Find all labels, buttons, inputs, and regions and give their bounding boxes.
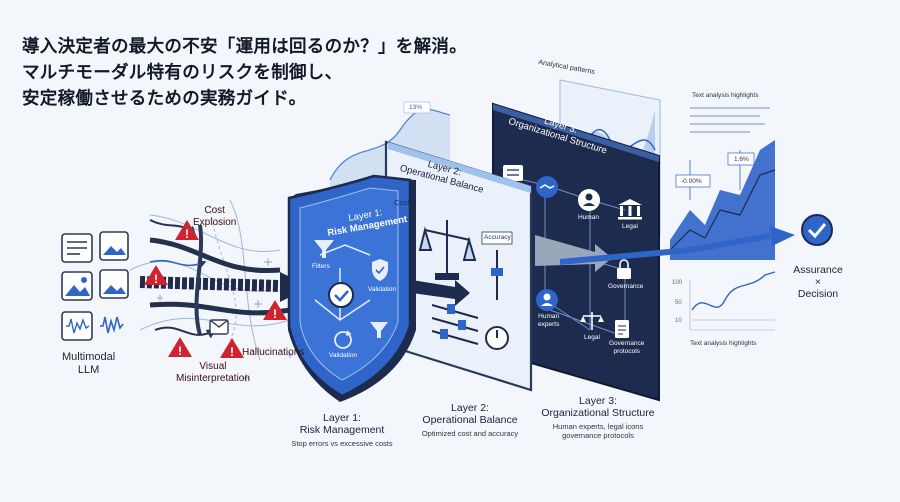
layer1-validation-bottom-label: Validation xyxy=(329,352,358,359)
dial-icon xyxy=(485,326,509,350)
funnel-icon xyxy=(370,322,388,338)
headline-line-2: マルチモーダル特有のリスクを制御し、 xyxy=(22,63,343,83)
layer1-shield xyxy=(287,174,416,402)
svg-text:!: ! xyxy=(154,272,158,286)
connector-arrow xyxy=(535,235,612,272)
layer3-caption: Layer 3: Organizational Structure Human … xyxy=(541,395,655,440)
bottom-line-chart xyxy=(689,271,776,331)
accuracy-slider xyxy=(481,231,513,300)
audio-waveform-icon xyxy=(61,311,124,341)
headline-line-1: 導入決定者の最大の不安「運用は回るのか？」を解消。 xyxy=(22,37,467,57)
document-icon xyxy=(615,320,629,338)
refresh-icon xyxy=(334,330,352,349)
layer3-legal-label: Legal xyxy=(622,223,638,230)
svg-text:!: ! xyxy=(273,307,277,321)
layer3-human-experts-label: Human experts xyxy=(538,313,560,328)
y-tick-100: 100 xyxy=(672,280,683,286)
human-experts-icon xyxy=(536,289,558,311)
warning-icon: ! xyxy=(220,338,244,359)
layer3-governance-label: Governance xyxy=(608,283,644,290)
layer2-cost-label: Cost xyxy=(394,198,410,207)
layer1-caption: Layer 1: Risk Management Stop errors vs … xyxy=(291,412,393,448)
check-circle-icon xyxy=(328,282,354,308)
check-circle-icon xyxy=(801,214,833,246)
legal-scales-icon xyxy=(580,312,604,330)
y-tick-50: 50 xyxy=(675,300,682,306)
warning-icon: ! xyxy=(168,337,192,358)
shield-check-icon xyxy=(372,259,388,281)
text-highlights-top-label: Text analysis highlights xyxy=(692,92,759,99)
control-sliders xyxy=(431,304,479,345)
risk-cost-explosion: Cost Explosion xyxy=(193,205,237,228)
pos-value-label: 1.6% xyxy=(734,156,749,163)
grid-icon xyxy=(503,165,523,181)
pct-badge xyxy=(403,101,431,114)
text-highlights-bottom-label: Text analysis highlights xyxy=(690,340,757,347)
warning-icon: ! xyxy=(144,265,168,286)
image-broken-icon xyxy=(209,319,229,335)
layer3-legal-bottom-label: Legal xyxy=(584,334,600,341)
layer3-gov-protocols-label: Governance protocols xyxy=(609,340,645,355)
output-flow-arrow xyxy=(559,226,795,265)
lock-icon xyxy=(617,259,631,279)
y-tick-10: 10 xyxy=(675,318,682,324)
warning-icon: ! xyxy=(175,220,199,241)
risk-visual-misinterpretation: Visual Misinterpretation xyxy=(176,361,250,384)
funnel-icon xyxy=(314,240,334,258)
pos-badge xyxy=(727,152,755,166)
svg-text:!: ! xyxy=(185,227,189,241)
neg-badge xyxy=(675,174,711,188)
legal-building-icon xyxy=(618,199,642,220)
warning-icon: ! xyxy=(263,300,287,321)
input-label: Multimodal LLM xyxy=(62,351,116,376)
svg-text:!: ! xyxy=(230,345,234,359)
text-analysis-lines xyxy=(690,107,770,133)
scales-icon xyxy=(418,220,477,280)
right-area-chart xyxy=(669,140,776,260)
image-gallery-icon xyxy=(61,231,129,301)
svg-text:!: ! xyxy=(178,344,182,358)
layer2-caption: Layer 2: Operational Balance Optimized c… xyxy=(421,402,519,438)
text-document-icon xyxy=(61,233,93,263)
layer1-filters-label: Filters xyxy=(312,263,330,270)
connector-arrow xyxy=(412,280,470,306)
output-label: Assurance × Decision xyxy=(793,264,843,300)
layer2-accuracy-label: Accuracy xyxy=(484,234,511,241)
layer3-human-label: Human xyxy=(578,214,599,221)
risk-hallucinations: Hallucinations xyxy=(242,347,305,358)
sparkle-marks xyxy=(157,258,293,382)
layer1-validation-label: Validation xyxy=(368,286,397,293)
neg-value-label: -0.00% xyxy=(681,178,702,185)
headline: 導入決定者の最大の不安「運用は回るのか？」を解消。 マルチモーダル特有のリスクを… xyxy=(22,34,467,112)
headline-line-3: 安定稼働させるための実務ガイド。 xyxy=(22,89,307,109)
analytics-pct-label: 13% xyxy=(409,104,423,111)
